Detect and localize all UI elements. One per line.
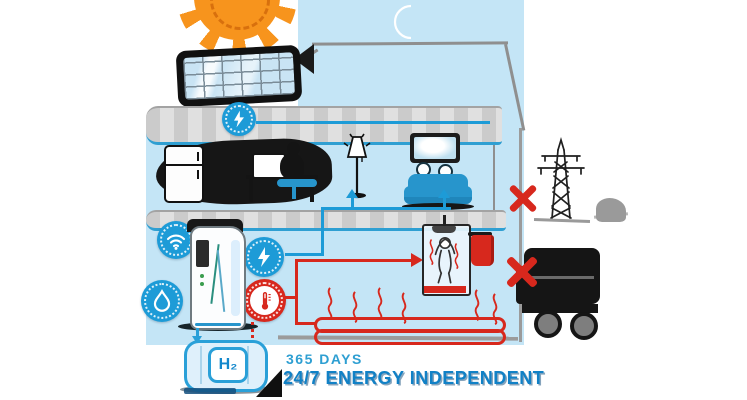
- shower-head: [432, 226, 456, 233]
- heat-squiggle-1: [327, 287, 333, 319]
- fuel-cell-dot-2: [200, 282, 204, 286]
- couch-shadow: [402, 203, 474, 210]
- office-chair-base: [292, 187, 296, 199]
- lightning-bolt-icon: [258, 247, 270, 267]
- arrow-stem-couch: [443, 197, 446, 207]
- solar-panel-glass: [182, 52, 296, 100]
- electricity-riser: [321, 207, 324, 256]
- water-drop-icon: [153, 289, 171, 312]
- fuel-cell-shade: [231, 240, 240, 316]
- towel: [471, 235, 494, 266]
- heat-arrow-head: [411, 253, 423, 267]
- caption-line-1: 365 DAYS: [286, 351, 363, 367]
- truck-wheel-rear: [570, 312, 598, 340]
- heat-pipe-elbow: [284, 296, 298, 299]
- water-badge: [141, 280, 183, 322]
- hydrogen-line: [196, 328, 199, 338]
- truck-stripe: [530, 276, 594, 279]
- electricity-badge-roof: [222, 102, 256, 136]
- heat-badge: [243, 279, 286, 322]
- heat-pipe-floor-elbow: [295, 322, 315, 325]
- no-grid-x-icon: [506, 180, 540, 216]
- arrow-stem-lamp: [351, 197, 354, 207]
- tv-screen: [414, 137, 456, 159]
- fridge-handle-top: [196, 152, 199, 161]
- living-room-wall: [493, 130, 495, 218]
- hydrogen-tank-label: H₂: [208, 347, 248, 383]
- floor-heating-coil-bottom: [314, 329, 506, 345]
- pylon-ground-mound: [596, 198, 626, 222]
- person-at-desk-head: [287, 142, 300, 155]
- fuel-cell-panel: [196, 240, 209, 267]
- wall-tv: [410, 133, 460, 163]
- fuel-cell-dot-1: [200, 274, 204, 278]
- truck-chassis: [522, 304, 598, 313]
- arrow-up-lamp: [346, 189, 358, 198]
- fuel-cell-tube-2: [216, 250, 226, 312]
- fridge: [164, 145, 204, 203]
- electricity-line-living: [321, 207, 451, 210]
- thermometer-icon: [261, 291, 271, 310]
- pylon-ground-line-1: [533, 218, 591, 223]
- tanker-truck-icon: [516, 244, 604, 340]
- lightning-bolt-icon: [234, 110, 244, 128]
- shower-base: [424, 286, 466, 293]
- steam-squiggle-shower-right: [454, 243, 459, 270]
- heat-dotted-line: [251, 322, 254, 338]
- fuel-cell-base: [195, 323, 241, 326]
- heat-arrow-line: [295, 259, 413, 262]
- no-fuel-x-icon: [503, 252, 541, 292]
- fridge-divider: [166, 164, 202, 166]
- tank-seam-right: [247, 346, 249, 384]
- couch-backrest: [408, 174, 468, 189]
- desk-leg-right: [310, 179, 314, 202]
- office-chair: [277, 179, 317, 187]
- electricity-badge-cellar: [244, 237, 284, 277]
- house-interior-right: [298, 0, 524, 345]
- electricity-line-attic: [256, 121, 490, 124]
- transmission-tower-icon: [537, 137, 585, 219]
- crescent-moon-icon: [393, 4, 412, 40]
- tank-seam-left: [200, 346, 202, 384]
- heat-squiggle-4: [401, 292, 407, 324]
- heat-squiggle-3: [377, 287, 383, 319]
- couch-seat-front: [404, 197, 472, 204]
- heat-pipe-vertical: [295, 259, 298, 299]
- fuel-cell-unit: [190, 226, 246, 330]
- person-at-desk-body: [280, 153, 304, 179]
- fridge-handle-bottom: [196, 170, 199, 179]
- arrow-up-couch: [438, 189, 450, 198]
- heat-badge-inner: [250, 286, 279, 315]
- desk-leg-left: [249, 179, 253, 202]
- steam-squiggle-shower-left: [429, 239, 434, 266]
- wifi-icon: [166, 234, 186, 250]
- shower-pipe: [443, 215, 446, 226]
- solar-panel-icon: [175, 44, 303, 108]
- shower-stall: [422, 224, 471, 296]
- towel-hook: [468, 232, 492, 236]
- person-in-shower: [434, 236, 456, 284]
- heat-pipe-down: [295, 299, 298, 324]
- electricity-elbow: [285, 253, 323, 256]
- heat-squiggle-6: [492, 293, 498, 325]
- right-wall: [519, 128, 522, 342]
- tank-caption-smudge: [184, 388, 236, 394]
- caption-line-2: 24/7 ENERGY INDEPENDENT: [283, 368, 545, 388]
- truck-wheel-front: [534, 310, 562, 338]
